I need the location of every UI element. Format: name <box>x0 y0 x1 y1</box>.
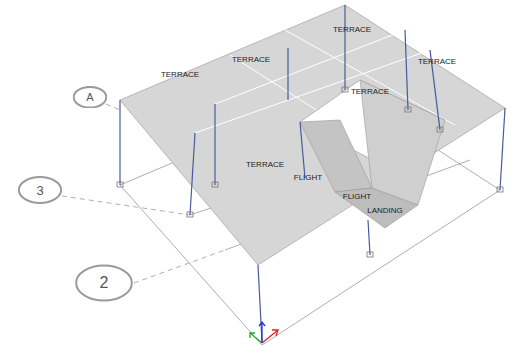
slab-label: FLIGHT <box>343 193 371 201</box>
grid-label: A <box>86 92 93 103</box>
grid-bubble: 2 <box>75 264 133 302</box>
slab-label: FLIGHT <box>294 174 322 182</box>
grid-bubble: A <box>73 86 107 109</box>
grid-label: 3 <box>36 184 43 197</box>
slab-label: TERRACE <box>351 88 389 96</box>
grid-bubble: 3 <box>18 176 62 204</box>
grid-label: 2 <box>100 275 109 291</box>
slab-label: TERRACE <box>232 56 270 64</box>
slab-label: LANDING <box>367 207 403 215</box>
slab-label: TERRACE <box>418 58 456 66</box>
slab-label: TERRACE <box>333 26 371 34</box>
slab-label: TERRACE <box>246 161 284 169</box>
slab-label: TERRACE <box>161 71 199 79</box>
